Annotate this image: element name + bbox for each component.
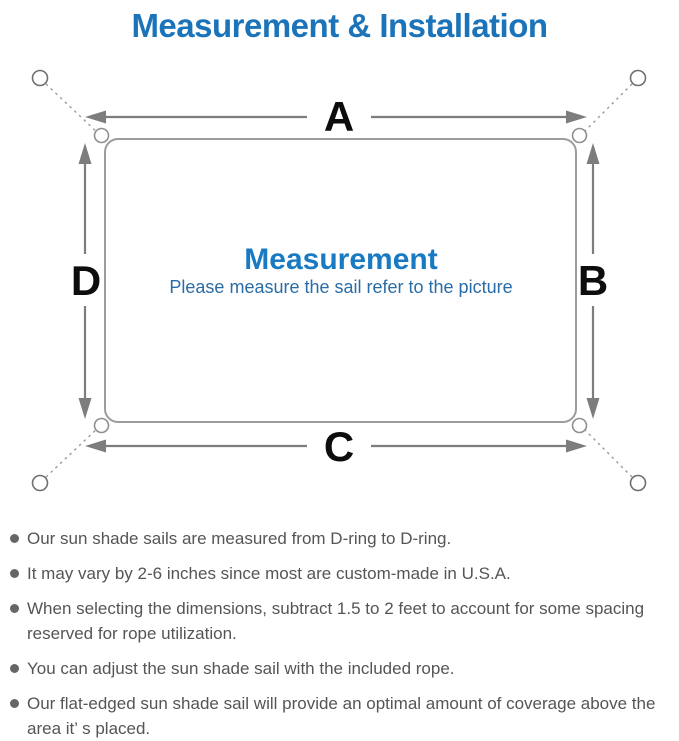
bullet-icon [10, 534, 19, 543]
dim-label-a: A [324, 93, 354, 140]
note-text: When selecting the dimensions, subtract … [27, 599, 645, 643]
note-item: Our flat-edged sun shade sail will provi… [10, 691, 673, 741]
d-ring-icon-bottom-left [93, 417, 110, 434]
tie-line-top-left [45, 83, 100, 135]
anchor-ring-icon-top-left [31, 69, 49, 87]
arrowhead-icon [85, 110, 106, 124]
sail-outline [104, 138, 577, 423]
tie-line-top-right [581, 83, 633, 135]
d-ring-icon-bottom-right [571, 417, 588, 434]
note-text: It may vary by 2-6 inches since most are… [27, 564, 511, 583]
arrowhead-icon [78, 143, 92, 164]
d-ring-icon-top-right [571, 127, 588, 144]
d-ring-icon-top-left [93, 127, 110, 144]
note-item: You can adjust the sun shade sail with t… [10, 656, 673, 681]
anchor-ring-icon-top-right [629, 69, 647, 87]
arrowhead-icon [586, 398, 600, 419]
anchor-ring-icon-bottom-right [629, 474, 647, 492]
arrowhead-icon [586, 143, 600, 164]
bullet-icon [10, 569, 19, 578]
note-text: You can adjust the sun shade sail with t… [27, 659, 455, 678]
page-title: Measurement & Installation [131, 7, 548, 44]
measurement-diagram: A C D B Measurement Please measure the s… [0, 55, 679, 510]
diagram-center-subtitle: Please measure the sail refer to the pic… [169, 277, 512, 297]
note-item: It may vary by 2-6 inches since most are… [10, 561, 673, 586]
arrowhead-icon [85, 439, 106, 453]
note-text: Our flat-edged sun shade sail will provi… [27, 694, 656, 738]
anchor-ring-icon-bottom-left [31, 474, 49, 492]
diagram-center-title: Measurement [244, 243, 437, 276]
arrowhead-icon [566, 439, 587, 453]
sail-diagram-svg: A C D B Measurement Please measure the s… [31, 69, 647, 492]
note-item: Our sun shade sails are measured from D-… [10, 526, 673, 551]
dim-label-d: D [71, 257, 101, 304]
dim-label-c: C [324, 423, 354, 470]
arrowhead-icon [78, 398, 92, 419]
bullet-icon [10, 699, 19, 708]
tie-line-bottom-right [581, 426, 633, 478]
note-text: Our sun shade sails are measured from D-… [27, 529, 452, 548]
dim-label-b: B [578, 257, 608, 304]
notes-list: Our sun shade sails are measured from D-… [0, 510, 679, 741]
bullet-icon [10, 604, 19, 613]
note-item: When selecting the dimensions, subtract … [10, 596, 673, 646]
arrowhead-icon [566, 110, 587, 124]
tie-line-bottom-left [45, 426, 100, 478]
bullet-icon [10, 664, 19, 673]
